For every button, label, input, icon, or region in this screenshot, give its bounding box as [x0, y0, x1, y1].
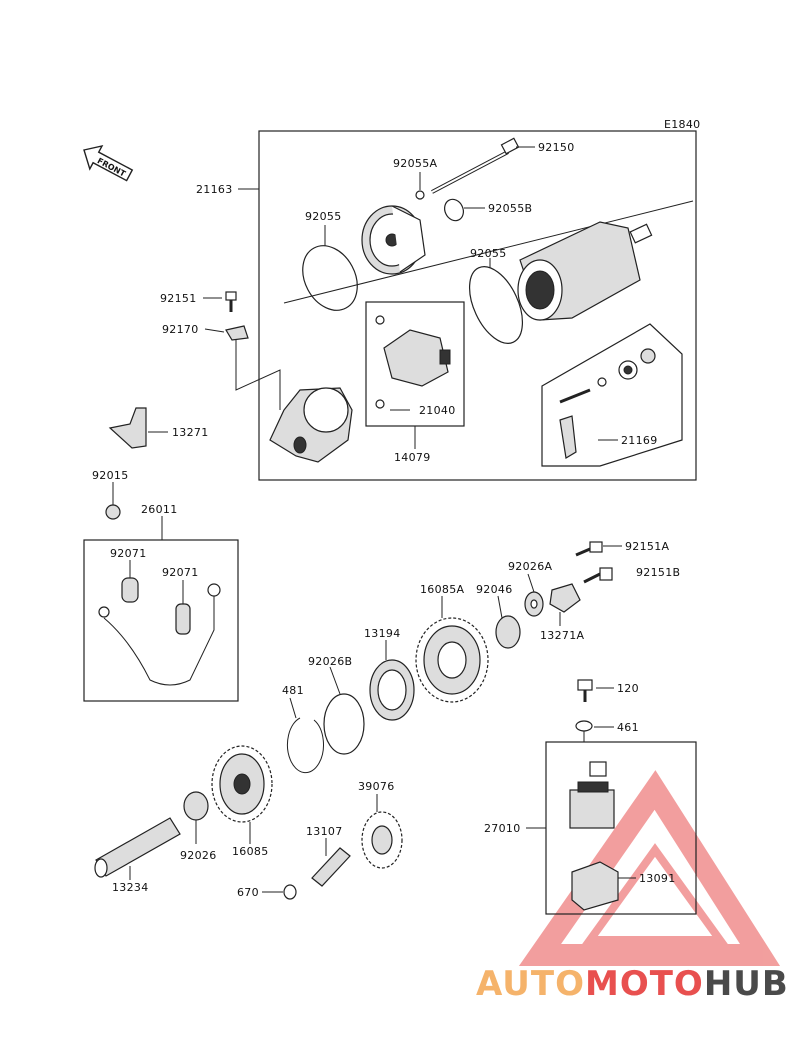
pin-13107: [311, 847, 351, 887]
relay-cover-13091: [571, 861, 619, 911]
terminal-parts-21169: [559, 348, 656, 459]
front-end-cover: [361, 205, 426, 275]
label-13234: 13234: [112, 881, 149, 894]
label-13271: 13271: [172, 426, 209, 439]
cable-group-box: [83, 539, 239, 702]
label-16085A: 16085A: [420, 583, 464, 596]
label-92026A: 92026A: [508, 560, 552, 573]
label-92026: 92026: [180, 849, 217, 862]
label-13194: 13194: [364, 627, 401, 640]
label-13271A: 13271A: [540, 629, 584, 642]
clutch-13194: [369, 659, 415, 721]
washer-461: [575, 720, 593, 732]
bearing-92046: [495, 615, 521, 649]
label-21040: 21040: [419, 404, 456, 417]
plate-13271A: [549, 583, 581, 613]
watermark-part1: AUTO: [476, 964, 585, 1004]
label-670: 670: [237, 886, 259, 899]
bolt-92151: [225, 291, 237, 312]
shaft-13234: [94, 817, 181, 878]
circlip-481: [286, 717, 324, 774]
label-39076: 39076: [358, 780, 395, 793]
long-bolt-92150: [431, 137, 520, 194]
label-92055-right: 92055: [470, 247, 507, 260]
gear-16085A: [415, 617, 489, 703]
label-21163: 21163: [196, 183, 233, 196]
label-27010: 27010: [484, 822, 521, 835]
clamp-92170: [225, 325, 249, 341]
label-120: 120: [617, 682, 639, 695]
label-92055-left: 92055: [305, 210, 342, 223]
bolt-92151A: [575, 541, 603, 557]
label-16085: 16085: [232, 845, 269, 858]
bolt-92151B: [583, 567, 613, 584]
watermark-part3: HUB: [704, 964, 789, 1004]
label-92150: 92150: [538, 141, 575, 154]
brush-holder-21040: [375, 315, 451, 409]
label-92170: 92170: [162, 323, 199, 336]
rear-end-cover: [269, 387, 353, 463]
starter-cable-26011: [98, 577, 221, 686]
label-92055A: 92055A: [393, 157, 437, 170]
label-92071-a: 92071: [110, 547, 147, 560]
label-92046: 92046: [476, 583, 513, 596]
label-92151B: 92151B: [636, 566, 680, 579]
watermark-text: AUTOMOTOHUB: [476, 964, 789, 1004]
label-26011: 26011: [141, 503, 178, 516]
gear-16085: [211, 745, 273, 823]
label-21169: 21169: [621, 434, 658, 447]
label-92151: 92151: [160, 292, 197, 305]
label-13091: 13091: [639, 872, 676, 885]
label-481: 481: [282, 684, 304, 697]
label-92151A: 92151A: [625, 540, 669, 553]
label-92026B: 92026B: [308, 655, 352, 668]
label-13107: 13107: [306, 825, 343, 838]
starter-motor-group-box: [258, 130, 697, 481]
diagram-code: E1840: [664, 118, 700, 131]
bracket-13271: [108, 407, 147, 449]
spacer-92026: [183, 791, 209, 821]
label-461: 461: [617, 721, 639, 734]
starter-relay-27010: [569, 761, 615, 829]
label-92071-b: 92071: [162, 566, 199, 579]
gear-39076: [361, 811, 403, 869]
label-14079: 14079: [394, 451, 431, 464]
nut-92015: [105, 504, 121, 520]
oring-670: [283, 884, 297, 900]
watermark-part2: MOTO: [585, 964, 704, 1004]
terminal-box: [541, 323, 683, 467]
ring-92026B: [323, 693, 365, 755]
label-92055B: 92055B: [488, 202, 532, 215]
motor-yoke: [517, 221, 653, 321]
label-92015: 92015: [92, 469, 129, 482]
bolt-120: [577, 679, 593, 702]
front-arrow-icon: FRONT: [83, 144, 134, 182]
